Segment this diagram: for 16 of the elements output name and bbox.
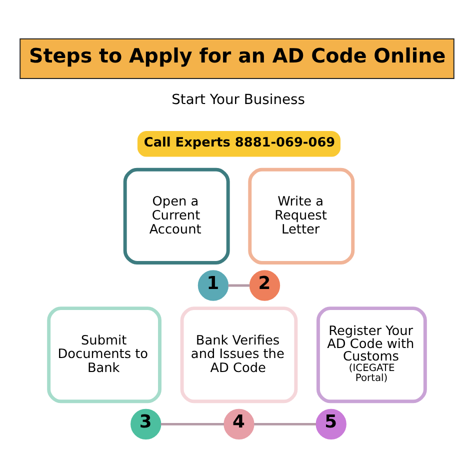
label: Start Your Business bbox=[172, 92, 306, 108]
node-circle: 2 bbox=[249, 270, 280, 301]
connector bbox=[160, 422, 224, 426]
node-box: Open a Current Account bbox=[123, 168, 230, 264]
node-circle: 4 bbox=[224, 408, 254, 440]
node-circle: 3 bbox=[130, 408, 162, 440]
connector bbox=[228, 284, 250, 287]
node-box: Register Your AD Code with Customs (ICEGATE Portal) bbox=[316, 306, 427, 404]
node-circle: 5 bbox=[316, 408, 346, 440]
node-box: Write a Request Letter bbox=[248, 168, 355, 264]
diagram-title: Steps to Apply for an AD Code Online bbox=[29, 44, 446, 68]
label: Call Experts 8881-069-069 bbox=[144, 135, 336, 150]
node-circle: 1 bbox=[198, 270, 229, 301]
node-box: Bank Verifies and Issues the AD Code bbox=[180, 306, 298, 404]
node-box: Submit Documents to Bank bbox=[47, 306, 162, 404]
connector bbox=[254, 422, 316, 426]
